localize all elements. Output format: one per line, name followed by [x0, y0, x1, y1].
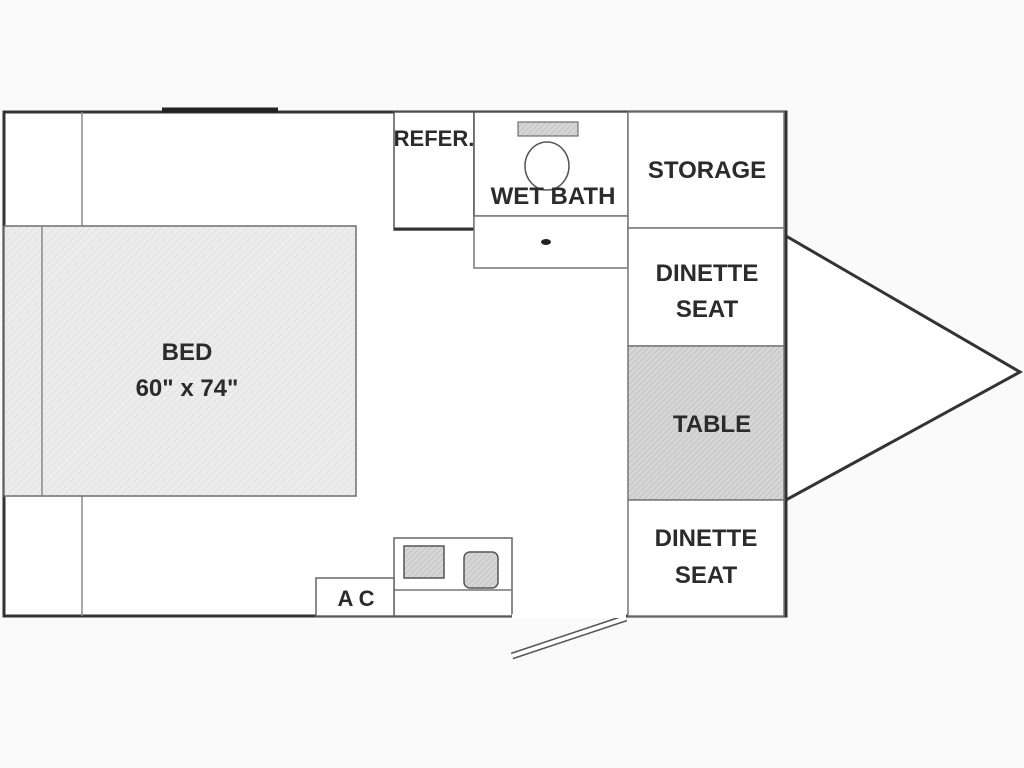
- bath-vanity: [517, 121, 579, 137]
- galley-counter: [473, 215, 629, 269]
- dinette-top-label-line2: SEAT: [676, 296, 739, 323]
- burner-left-icon: [403, 545, 445, 579]
- dinette-bottom-label-line1: DINETTE: [655, 525, 758, 552]
- dinette-top-label-line1: DINETTE: [656, 260, 759, 287]
- ac-label: A C: [337, 586, 374, 611]
- table-label: TABLE: [673, 411, 751, 438]
- burner-right-icon: [463, 551, 499, 589]
- entry-door-inner: [511, 616, 627, 658]
- wet-bath-label: WET BATH: [491, 183, 616, 210]
- bed-label-line2: 60" x 74": [136, 375, 239, 402]
- dinette-seat-bottom: [627, 499, 785, 617]
- sink-drain-icon: [541, 239, 551, 245]
- dinette-bottom-label-line2: SEAT: [675, 562, 738, 589]
- bed-label-line1: BED: [162, 339, 213, 366]
- dinette-seat-top: [627, 227, 785, 347]
- bed: [3, 225, 357, 497]
- refer-label: REFER.: [394, 126, 475, 151]
- toilet-icon: [524, 141, 570, 191]
- table: [627, 345, 785, 501]
- ac-unit: [315, 577, 395, 617]
- storage-label: STORAGE: [648, 157, 766, 184]
